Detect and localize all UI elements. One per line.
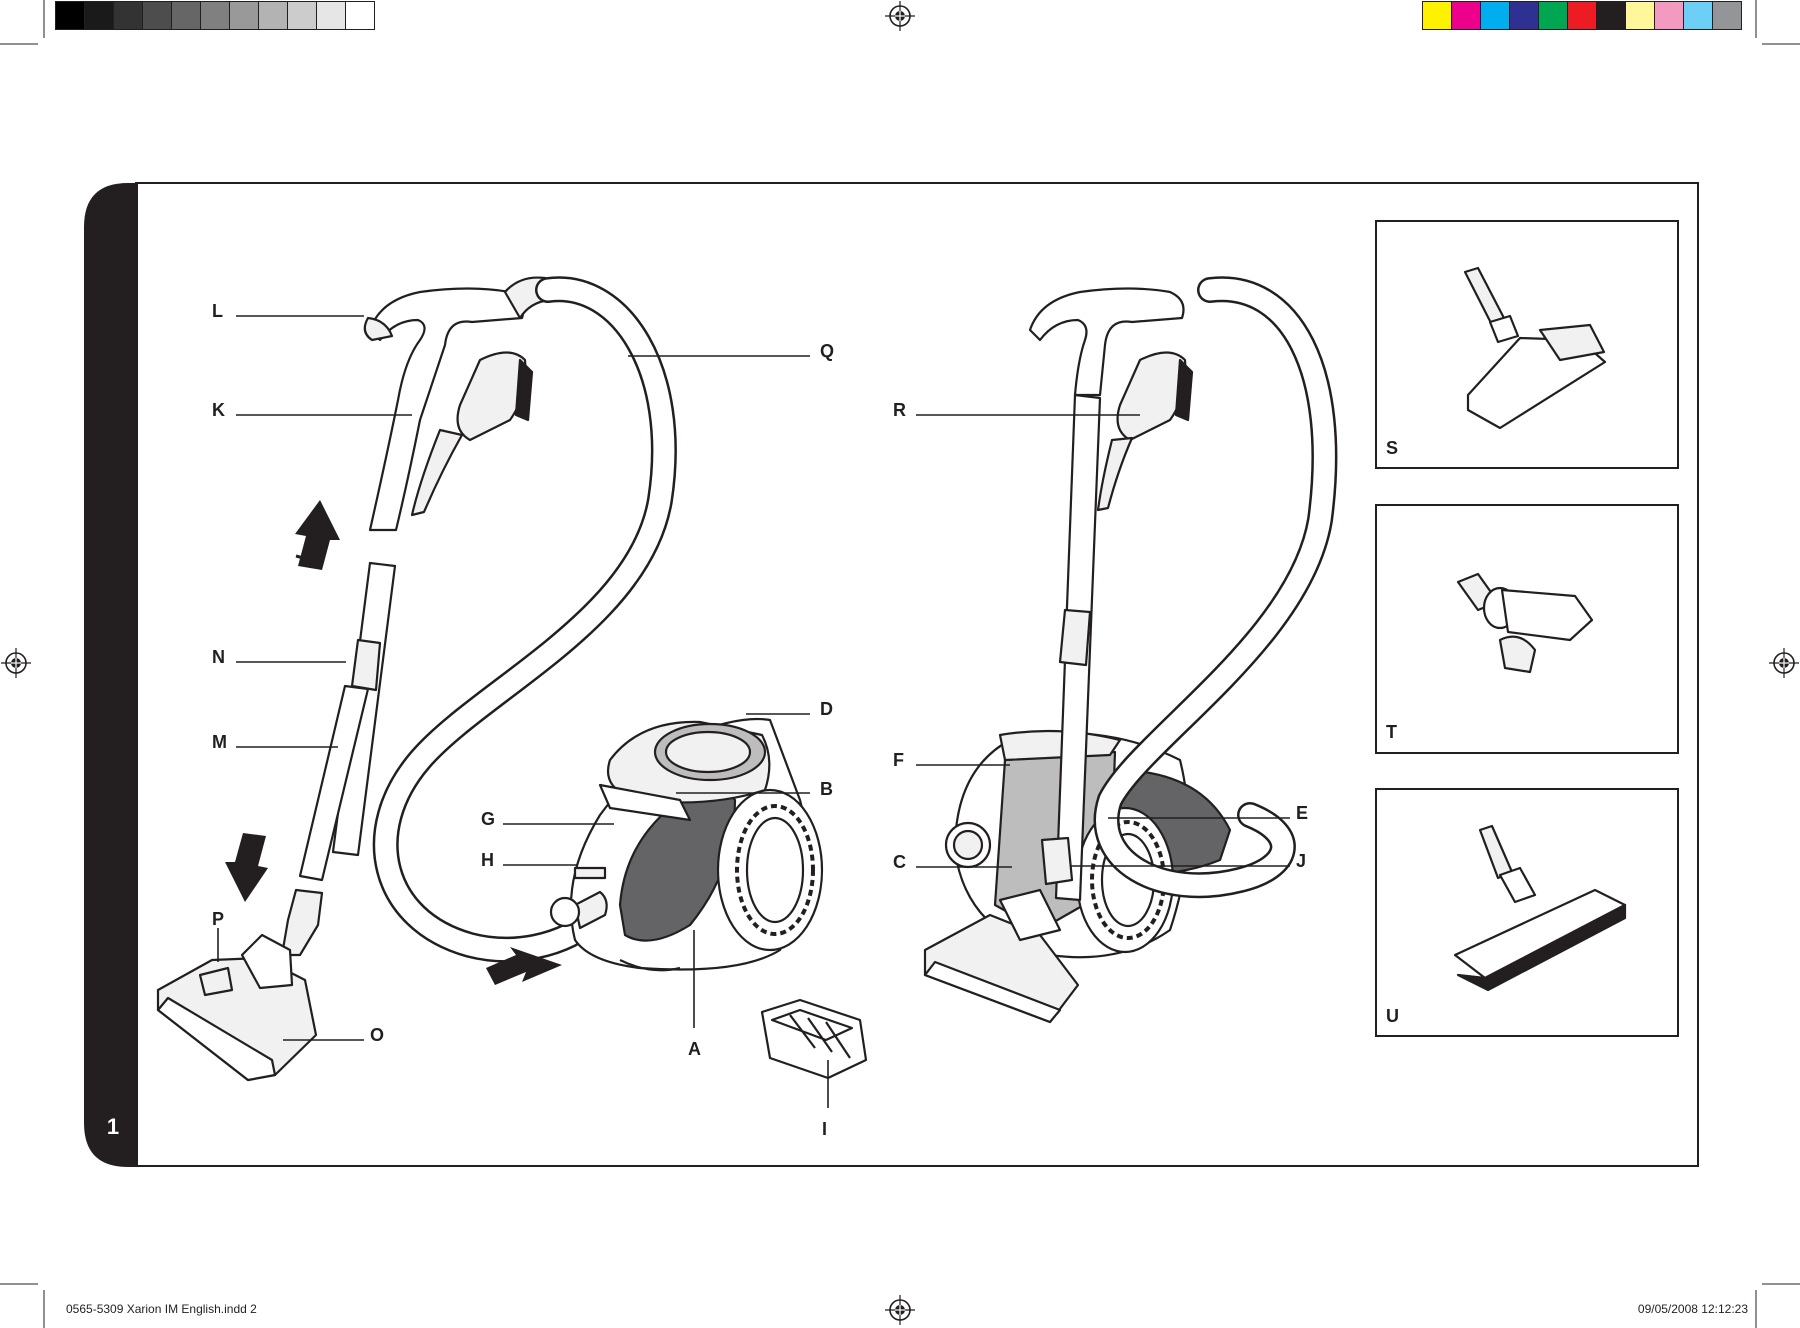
callout-m: M (212, 732, 227, 752)
callout-p: P (212, 909, 224, 929)
gray-swatch (316, 1, 346, 30)
callout-d: D (820, 699, 833, 719)
gray-swatch (171, 1, 201, 30)
hose-right (1093, 276, 1338, 899)
arrow-up-icon (295, 500, 340, 570)
callout-l: L (212, 301, 223, 321)
callout-i: I (822, 1119, 827, 1139)
registration-mark-icon (884, 0, 916, 32)
callout-g: G (481, 809, 495, 829)
callout-a: A (688, 1039, 701, 1059)
accessory-box-u (1375, 788, 1679, 1037)
callout-j: J (1296, 851, 1306, 871)
process-swatch (1567, 1, 1597, 30)
turbo-brush (1456, 572, 1594, 674)
gray-swatch (287, 1, 317, 30)
gray-swatch (84, 1, 114, 30)
callout-k: K (212, 400, 225, 420)
process-swatch (1712, 1, 1742, 30)
callout-u: U (1386, 1006, 1399, 1026)
arrow-down-icon (225, 833, 268, 902)
callout-n: N (212, 647, 225, 667)
figure-frame (135, 182, 1699, 1167)
callout-q: Q (820, 341, 834, 361)
callout-f: F (893, 750, 904, 770)
registration-mark-icon (0, 647, 32, 679)
gray-swatch (258, 1, 288, 30)
slug-file-info: 0565-5309 Xarion IM English.indd 2 (66, 1302, 257, 1316)
process-swatch (1422, 1, 1452, 30)
leader-lines (217, 315, 1290, 1108)
process-swatch (1654, 1, 1684, 30)
callout-h: H (481, 850, 494, 870)
gray-swatch (113, 1, 143, 30)
process-swatch (1683, 1, 1713, 30)
registration-mark-icon (884, 1294, 916, 1326)
vacuum-body-left (549, 717, 824, 972)
slug-timestamp: 09/05/2008 12:12:23 (1637, 1302, 1748, 1316)
callout-t: T (1386, 722, 1397, 742)
process-swatch (1625, 1, 1655, 30)
callout-s: S (1386, 438, 1398, 458)
process-swatch (1538, 1, 1568, 30)
gray-swatch (345, 1, 375, 30)
handle-assembly (156, 276, 552, 1082)
page-number: 1 (107, 1114, 119, 1139)
registration-mark-icon (1768, 647, 1800, 679)
filter (760, 998, 868, 1080)
combination-nozzle (1463, 266, 1607, 430)
gray-swatch (55, 1, 85, 30)
parquet-brush (1453, 824, 1627, 992)
callout-r: R (893, 400, 906, 420)
callout-o: O (370, 1025, 384, 1045)
callout-c: C (893, 852, 906, 872)
arrow-diagonal-icon (486, 947, 562, 985)
vacuum-parked-right (923, 287, 1232, 1024)
hose-left (372, 276, 677, 963)
callout-e: E (1296, 803, 1308, 823)
page-tab (84, 183, 138, 1167)
callout-b: B (820, 779, 833, 799)
